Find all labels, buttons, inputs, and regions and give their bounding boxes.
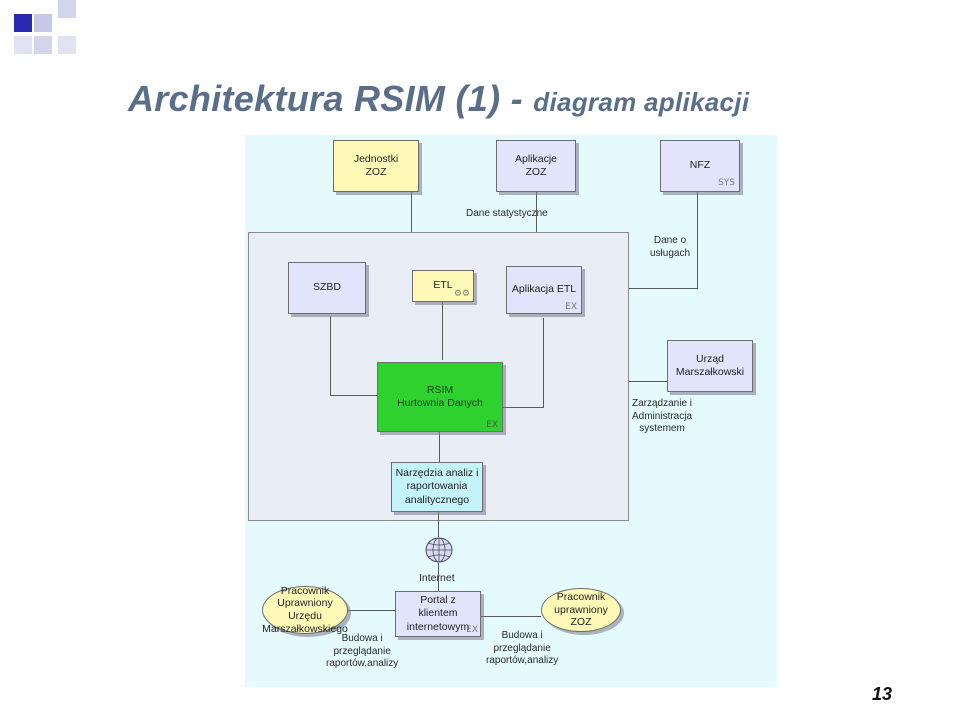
label-zarzadzanie: Zarządzanie i Administracja systemem — [632, 398, 693, 434]
connector — [330, 395, 377, 396]
label-budowa-right: Budowa i przeglądanie raportów,analizy — [486, 630, 559, 666]
gears-icon: ⚙⚙ — [453, 288, 470, 299]
connector — [503, 407, 544, 408]
connector — [629, 381, 667, 382]
node-urzad-marszalkowski[interactable]: Urząd Marszałkowski — [667, 340, 753, 392]
label-dane-statystyczne: Dane statystyczne — [466, 208, 548, 219]
actor-pracownik-um[interactable]: Pracownik Uprawniony Urzędu Marszałkowsk… — [262, 584, 348, 635]
page-number: 13 — [872, 684, 893, 704]
node-nfz[interactable]: NFZ SYS — [660, 140, 740, 192]
connector — [697, 192, 698, 288]
actor-pracownik-zoz[interactable]: Pracownik uprawniony ZOZ — [541, 588, 621, 632]
node-aplikacja-etl[interactable]: Aplikacja ETL EX — [506, 266, 582, 314]
connector — [438, 563, 439, 591]
connector — [438, 512, 439, 537]
page-title: Architektura RSIM (1) - diagram aplikacj… — [128, 78, 749, 120]
title-main: Architektura RSIM (1) - — [128, 78, 534, 119]
ex-tag: EX — [466, 624, 478, 635]
connector — [481, 616, 541, 617]
connector — [536, 192, 537, 232]
connector — [330, 316, 331, 396]
connector — [442, 302, 443, 360]
globe-icon — [422, 535, 458, 565]
ex-tag: EX — [565, 301, 577, 312]
node-aplikacja-etl-label: Aplikacja ETL — [511, 283, 577, 296]
node-rsim-label: RSIM Hurtownia Danych — [397, 383, 483, 409]
node-aplikacje-zoz[interactable]: Aplikacje ZOZ — [496, 140, 576, 192]
connector — [543, 318, 544, 408]
node-jednostki-zoz[interactable]: Jednostki ZOZ — [333, 140, 419, 192]
node-szbd[interactable]: SZBD — [288, 262, 366, 314]
title-sub: diagram aplikacji — [533, 87, 750, 117]
sys-tag: SYS — [718, 177, 735, 188]
connector — [411, 192, 412, 232]
node-nfz-label: NFZ — [689, 159, 711, 172]
connector — [629, 288, 698, 289]
node-portal[interactable]: Portal z klientem internetowym EX — [395, 591, 481, 637]
connector — [348, 610, 395, 611]
node-portal-label: Portal z klientem internetowym — [406, 594, 470, 633]
node-narzedzia-analiz[interactable]: Narzędzia analiz i raportowania analityc… — [391, 462, 483, 512]
node-rsim-hurtownia[interactable]: RSIM Hurtownia Danych EX — [377, 362, 503, 432]
label-budowa-left: Budowa i przeglądanie raportów,analizy — [326, 633, 399, 669]
label-internet: Internet — [419, 572, 455, 584]
node-etl-label: ETL — [433, 279, 453, 292]
node-etl[interactable]: ETL ⚙⚙ — [412, 270, 474, 302]
label-dane-o-uslugach: Dane o usługach — [650, 235, 691, 259]
corner-decoration — [0, 0, 80, 60]
ex-tag: EX — [486, 419, 498, 430]
connector — [439, 432, 440, 473]
